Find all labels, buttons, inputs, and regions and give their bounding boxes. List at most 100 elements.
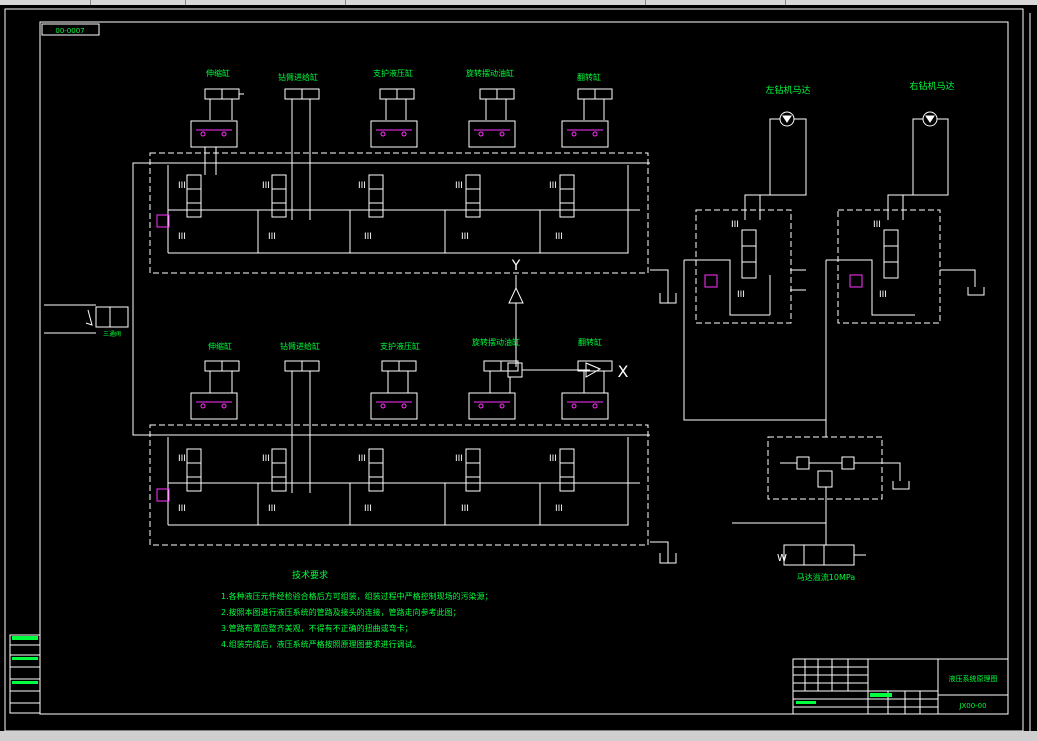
directional-valve[interactable] [368, 188, 384, 204]
lock-valve[interactable] [370, 120, 418, 148]
motor-group: III III III III W [683, 111, 985, 566]
letter-x: X [618, 362, 629, 381]
tech-item: 3.管路布置应整齐美观，不得有不正确的扭曲或弯卡； [221, 623, 413, 633]
lock-valve[interactable] [370, 392, 418, 420]
directional-valve[interactable] [186, 188, 202, 204]
lower-cylinder-group: III III III III III III III III III III [156, 360, 640, 525]
svg-text:III: III [879, 290, 887, 300]
title-block-name: 液压系统原理图 [949, 674, 998, 683]
svg-text:III: III [178, 181, 186, 191]
tab-divider [90, 0, 91, 5]
three-way-valve-label: 三通阀 [103, 330, 121, 338]
lower-label: 翻转缸 [578, 337, 602, 347]
svg-text:III: III [262, 181, 270, 191]
svg-text:III: III [455, 181, 463, 191]
relief-solenoid-valve[interactable] [783, 544, 805, 566]
tab-divider [785, 0, 786, 5]
tech-item: 2.按照本图进行液压系统的管路及接头的连接，管路走向参考此图； [221, 607, 461, 617]
return-line [168, 165, 629, 254]
directional-valve[interactable] [465, 462, 481, 478]
directional-valve[interactable] [368, 462, 384, 478]
pressure-line [132, 305, 650, 436]
directional-valve[interactable] [465, 188, 481, 204]
upper-cylinder-group: III III III III III III III III III III [156, 88, 640, 253]
pressure-line [132, 162, 650, 305]
svg-text:III: III [873, 220, 881, 230]
svg-text:III: III [178, 232, 186, 242]
lower-label: 支护液压缸 [380, 341, 420, 351]
inner-frame [39, 21, 1009, 715]
svg-text:III: III [455, 454, 463, 464]
left-motor-valve-box [695, 209, 792, 324]
svg-text:III: III [268, 232, 276, 242]
cad-canvas[interactable]: 00-0007 Y 三通阀 伸缩缸 钻臂进给缸 支护液压缸 旋转摆动油缸 翻转缸… [0, 5, 1037, 741]
svg-text:III: III [364, 504, 372, 514]
directional-valve[interactable] [559, 188, 575, 204]
svg-text:III: III [178, 454, 186, 464]
three-way-valve[interactable] [95, 306, 111, 328]
lock-valve[interactable] [561, 392, 609, 420]
lock-valve[interactable] [468, 120, 516, 148]
right-motor-valve-box [837, 209, 941, 324]
upper-label: 支护液压缸 [373, 68, 413, 78]
directional-valve[interactable] [186, 462, 202, 478]
tab-divider [345, 0, 346, 5]
technical-requirements: 技术要求 1.各种液压元件经检验合格后方可组装，组装过程中严格控制现场的污染源；… [221, 569, 493, 649]
upper-label: 伸缩缸 [206, 68, 230, 78]
lower-label: 钻臂进给缸 [280, 341, 320, 351]
upper-label: 旋转摆动油缸 [466, 68, 514, 78]
svg-text:III: III [461, 504, 469, 514]
lower-label: 伸缩缸 [208, 341, 232, 351]
relief-valve-block [767, 436, 883, 500]
tab-divider [185, 0, 186, 5]
lower-row-labels: 伸缩缸 钻臂进给缸 支护液压缸 旋转摆动油缸 翻转缸 [208, 337, 602, 351]
svg-text:III: III [262, 454, 270, 464]
svg-text:III: III [178, 504, 186, 514]
svg-text:III: III [549, 454, 557, 464]
svg-text:III: III [358, 181, 366, 191]
lock-valve[interactable] [561, 120, 609, 148]
directional-valve[interactable] [271, 462, 287, 478]
directional-valve[interactable] [883, 245, 899, 263]
tab-divider [645, 0, 646, 5]
upper-manifold-box [149, 152, 649, 274]
tech-title: 技术要求 [292, 569, 328, 581]
check-valve[interactable] [817, 470, 833, 488]
svg-text:III: III [364, 232, 372, 242]
upper-row-labels: 伸缩缸 钻臂进给缸 支护液压缸 旋转摆动油缸 翻转缸 [206, 68, 601, 82]
revision-table [9, 634, 41, 714]
upper-label: 钻臂进给缸 [278, 72, 318, 82]
return-line [168, 437, 629, 526]
directional-valve[interactable] [271, 188, 287, 204]
lower-label: 旋转摆动油缸 [472, 337, 520, 347]
relief-label: 马达溢流10MPa [797, 572, 856, 582]
svg-text:III: III [731, 220, 739, 230]
directional-valve[interactable] [741, 245, 757, 263]
lower-manifold-box [149, 424, 649, 546]
lock-valve[interactable] [190, 120, 238, 148]
lock-valve[interactable] [190, 392, 238, 420]
flow-arrow [508, 286, 524, 304]
directional-valve[interactable] [559, 462, 575, 478]
right-motor-label: 右钻机马达 [909, 80, 954, 92]
window-top-bar [0, 0, 1037, 5]
svg-text:III: III [549, 181, 557, 191]
title-block [792, 658, 1009, 715]
svg-text:III: III [737, 290, 745, 300]
title-block-number: JX00-00 [958, 702, 986, 710]
tech-item: 1.各种液压元件经检验合格后方可组装，组装过程中严格控制现场的污染源； [221, 591, 493, 601]
left-motor-label: 左钻机马达 [765, 84, 810, 96]
outer-frame [4, 8, 1024, 732]
tech-item: 4.组装完成后，液压系统严格按照原理图要求进行调试。 [221, 639, 421, 649]
svg-text:III: III [461, 232, 469, 242]
window-bottom-bar [0, 731, 1037, 741]
letter-y: Y [511, 258, 521, 274]
svg-text:III: III [555, 504, 563, 514]
svg-text:III: III [268, 504, 276, 514]
svg-text:III: III [358, 454, 366, 464]
upper-label: 翻转缸 [577, 72, 601, 82]
code-box-text: 00-0007 [55, 27, 84, 35]
svg-text:W: W [777, 553, 787, 564]
lock-valve[interactable] [468, 392, 516, 420]
svg-text:III: III [555, 232, 563, 242]
